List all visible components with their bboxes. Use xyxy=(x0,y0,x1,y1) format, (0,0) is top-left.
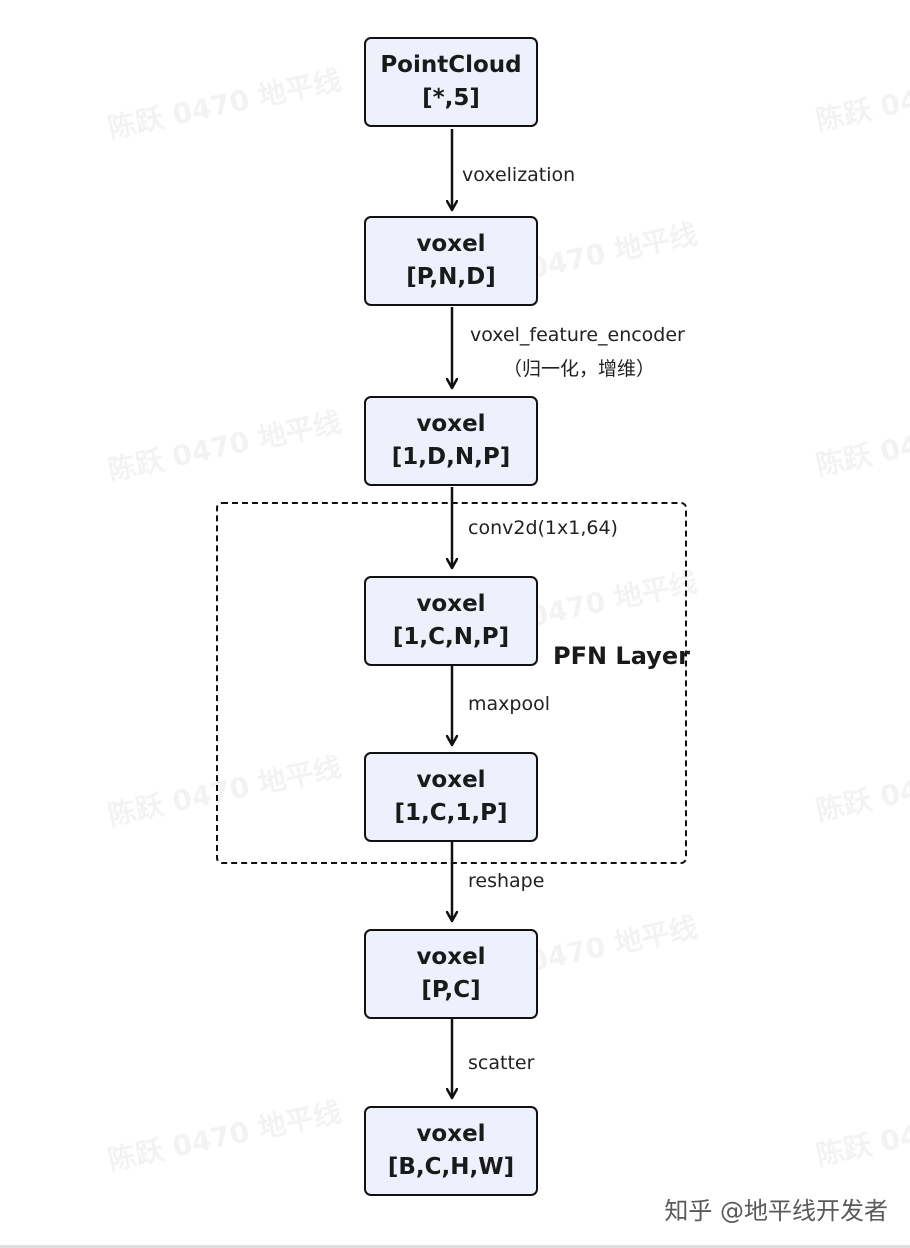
edge-label-voxelization: voxelization xyxy=(462,164,576,186)
edge-label-scatter: scatter xyxy=(468,1052,535,1074)
edge-label-reshape: reshape xyxy=(468,870,545,892)
pfn-layer-label: PFN Layer xyxy=(553,642,690,670)
node-voxel-pc: voxel [P,C] xyxy=(364,929,538,1019)
node-title: voxel xyxy=(416,1121,486,1147)
node-voxel-pnd: voxel [P,N,D] xyxy=(364,216,538,306)
node-shape: [1,C,N,P] xyxy=(392,624,510,650)
pfn-layer-group xyxy=(216,502,687,864)
node-voxel-1dnp: voxel [1,D,N,P] xyxy=(364,396,538,486)
edge-label-voxel-feature-encoder: voxel_feature_encoder xyxy=(470,324,685,346)
node-voxel-bchw: voxel [B,C,H,W] xyxy=(364,1106,538,1196)
node-title: voxel xyxy=(416,231,486,257)
node-shape: [P,N,D] xyxy=(406,264,496,290)
source-watermark: 知乎 @地平线开发者 xyxy=(664,1197,888,1225)
node-title: voxel xyxy=(416,944,486,970)
edge-sublabel-voxel-feature-encoder: （归一化，增维） xyxy=(503,358,656,380)
node-shape: [1,D,N,P] xyxy=(391,444,511,470)
edge-label-maxpool: maxpool xyxy=(468,693,550,715)
node-shape: [B,C,H,W] xyxy=(387,1154,515,1180)
node-voxel-1cnp: voxel [1,C,N,P] xyxy=(364,576,538,666)
node-voxel-1c1p: voxel [1,C,1,P] xyxy=(364,752,538,842)
node-shape: [*,5] xyxy=(422,85,480,111)
node-shape: [1,C,1,P] xyxy=(394,800,508,826)
edge-label-conv2d: conv2d(1x1,64) xyxy=(468,517,618,539)
node-title: PointCloud xyxy=(380,52,522,78)
node-title: voxel xyxy=(416,411,486,437)
bottom-divider xyxy=(0,1245,910,1248)
node-shape: [P,C] xyxy=(421,977,481,1003)
node-title: voxel xyxy=(416,591,486,617)
node-title: voxel xyxy=(416,767,486,793)
node-pointcloud: PointCloud [*,5] xyxy=(364,37,538,127)
